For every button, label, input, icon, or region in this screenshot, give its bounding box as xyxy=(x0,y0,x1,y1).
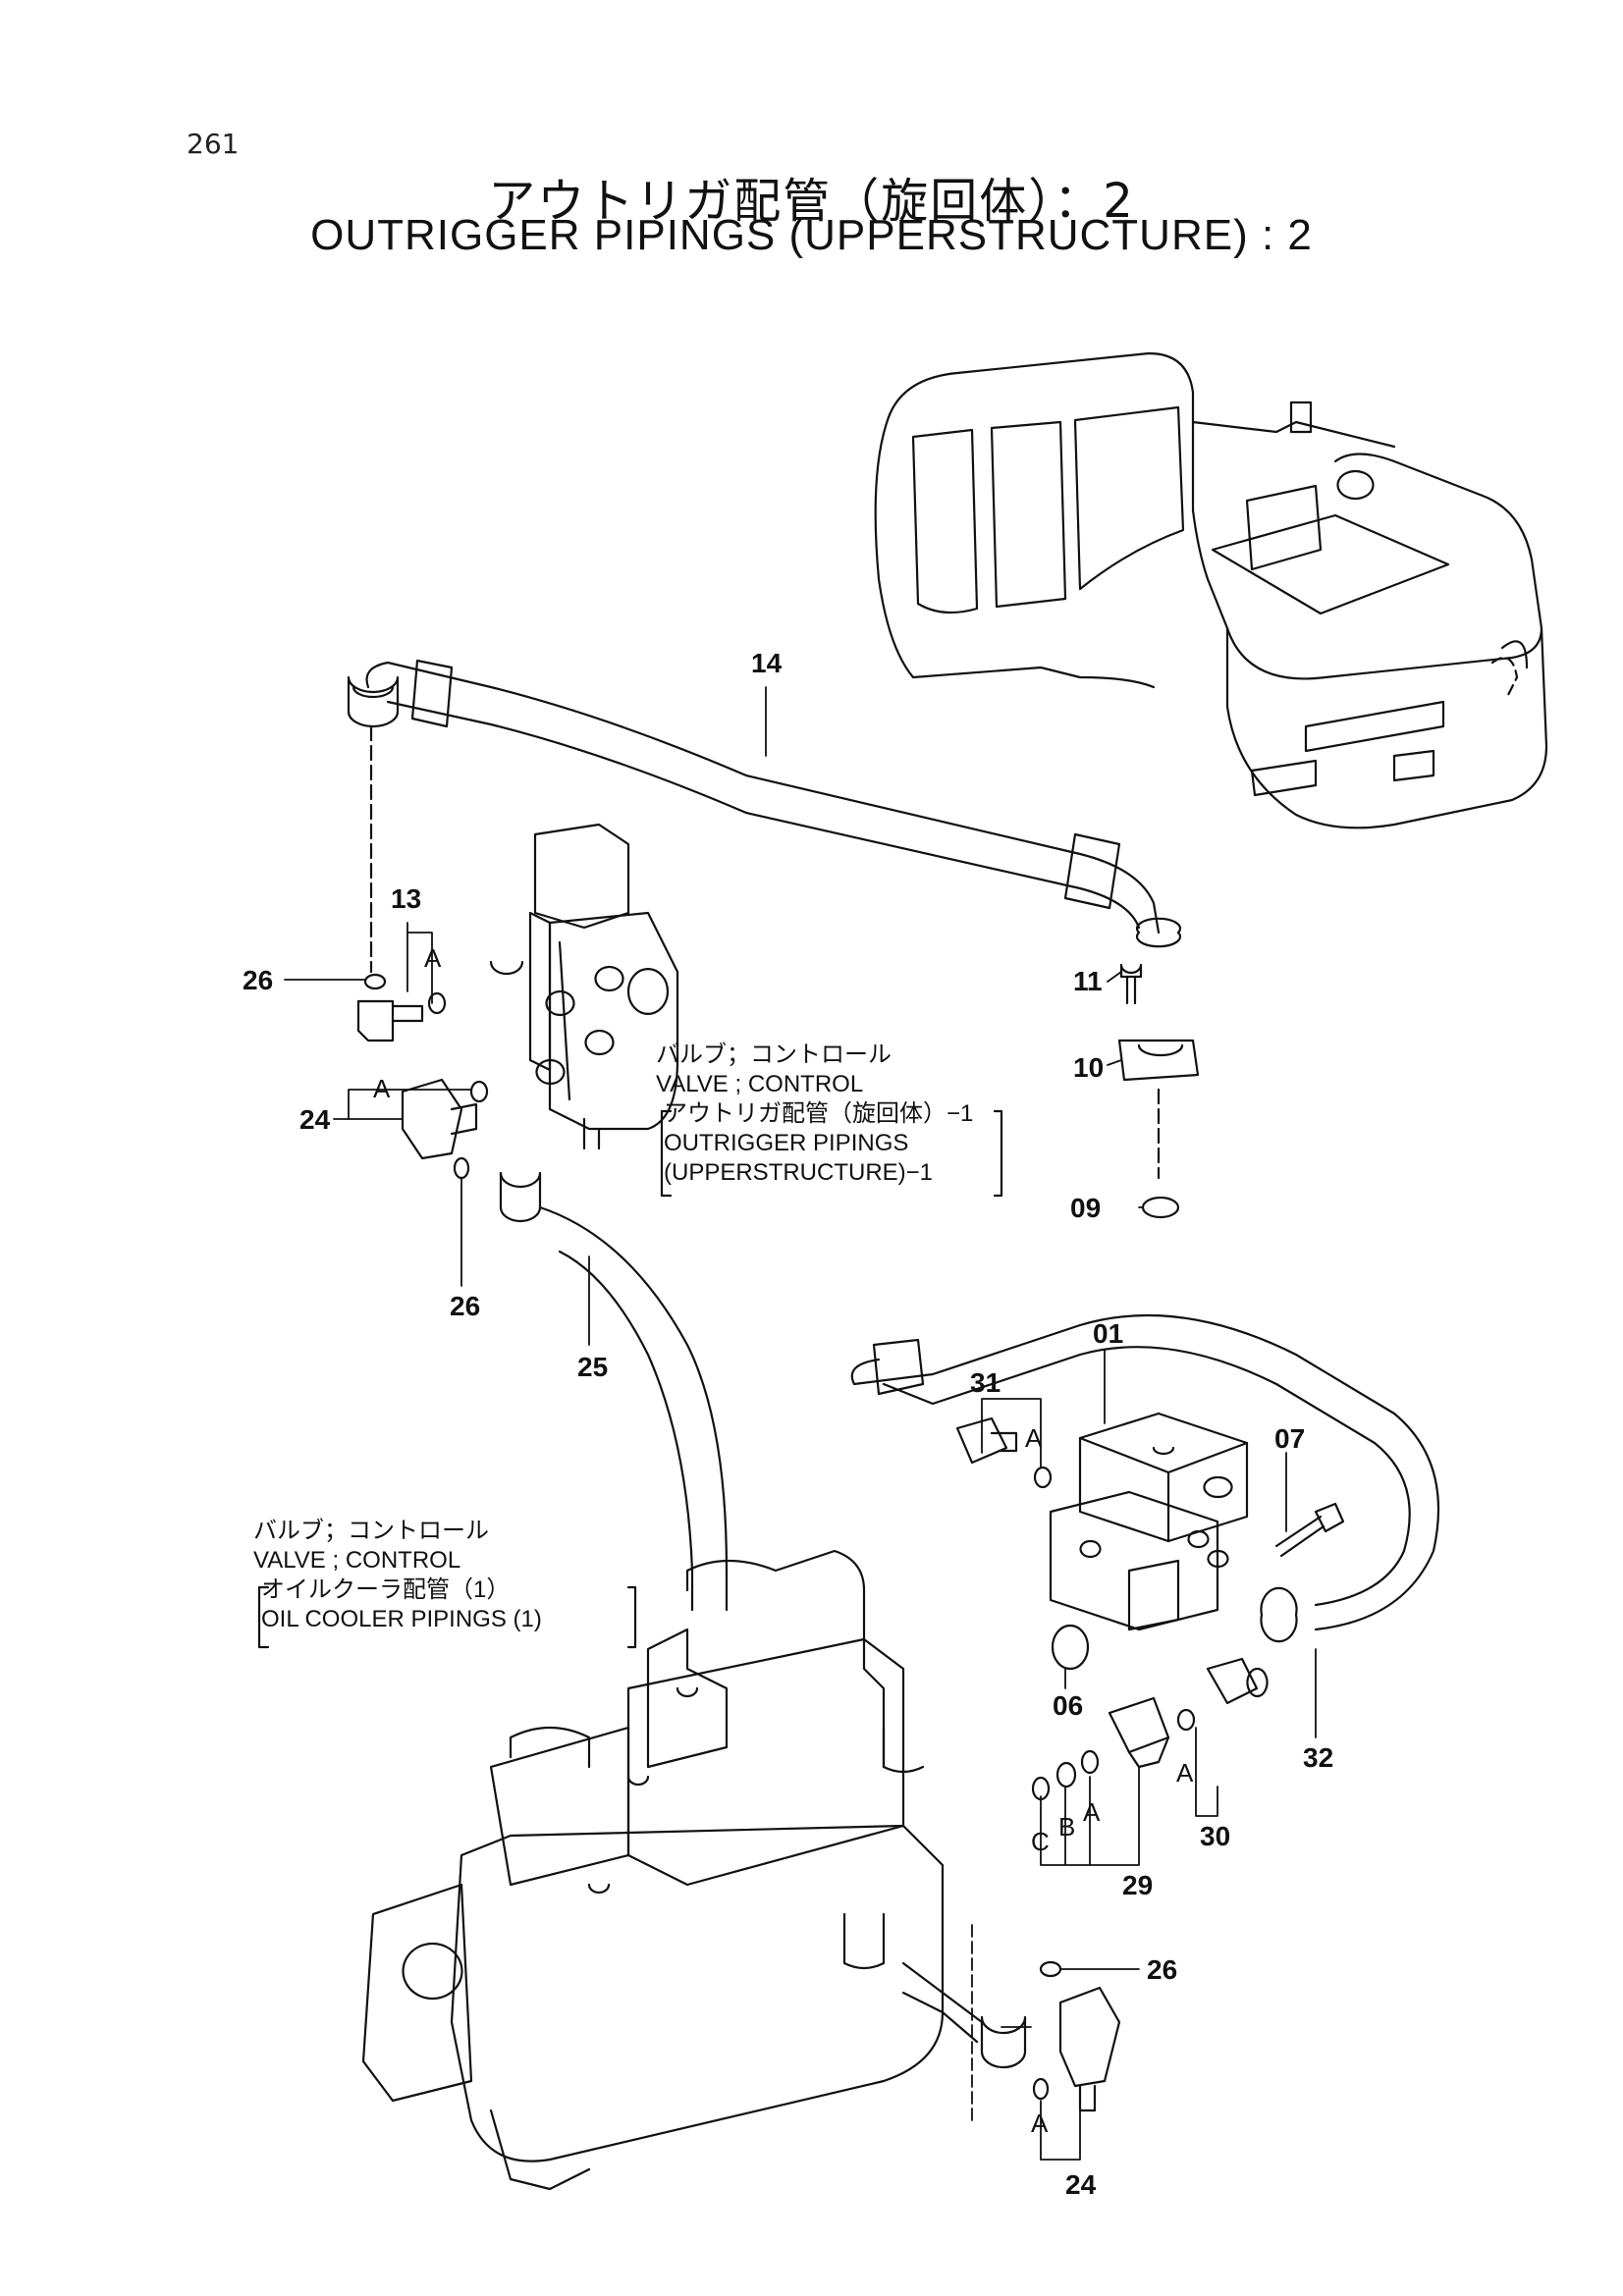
letter-b-29: B xyxy=(1058,1812,1075,1842)
callout-25: 25 xyxy=(577,1352,608,1382)
o-ring-13-a xyxy=(427,991,447,1015)
part-26-o-ring-top xyxy=(363,973,387,990)
callout-09: 09 xyxy=(1070,1193,1101,1223)
part-31-adapter xyxy=(955,1416,1018,1465)
page-number: 261 xyxy=(187,128,240,160)
callout-26-mid: 26 xyxy=(450,1291,480,1321)
upper-control-valve xyxy=(489,823,679,1150)
note-lower-en: VALVE ; CONTROL xyxy=(253,1547,461,1574)
callout-13: 13 xyxy=(391,883,421,914)
part-01-outrigger-valve xyxy=(1049,1412,1249,1631)
note-upper-bracket xyxy=(660,1109,1003,1198)
note-lower-ref-en: OIL COOLER PIPINGS (1) xyxy=(261,1606,542,1632)
excavator-upperstructure-outline xyxy=(874,351,1548,829)
callout-07: 07 xyxy=(1274,1423,1305,1454)
callout-31: 31 xyxy=(970,1367,1001,1398)
callout-26-top: 26 xyxy=(243,965,273,995)
part-11-bolt xyxy=(1119,963,1143,1005)
letter-a-24-lower: A xyxy=(1031,2109,1049,2138)
callout-11: 11 xyxy=(1073,966,1103,996)
o-ring-24-a xyxy=(469,1080,489,1103)
letter-a-29: A xyxy=(1083,1797,1101,1827)
callout-10: 10 xyxy=(1073,1052,1104,1083)
leader-lines xyxy=(284,686,1317,2161)
letter-a-30: A xyxy=(1176,1758,1194,1788)
o-ring-30-a xyxy=(1176,1708,1196,1732)
note-upper-ref-jp: アウトリガ配管（旋回体）−1 xyxy=(664,1100,974,1127)
callout-06: 06 xyxy=(1053,1690,1083,1721)
note-control-valve-lower: バルブ；コントロール VALVE ; CONTROL オイルクーラ配管（1） O… xyxy=(253,1517,542,1634)
lower-control-valve xyxy=(361,1549,945,2191)
part-32-hose xyxy=(850,1313,1440,1643)
letter-a-13: A xyxy=(424,943,442,973)
lower-hose-to-fitting xyxy=(901,1961,1027,2069)
part-09-o-ring xyxy=(1141,1196,1180,1219)
callout-24-lower: 24 xyxy=(1065,2169,1097,2200)
part-14-outrigger-hose xyxy=(347,659,1182,948)
note-control-valve-upper: バルブ；コントロール VALVE ; CONTROL アウトリガ配管（旋回体）−… xyxy=(656,1041,973,1188)
diagram-title-japanese: アウトリガ配管（旋回体）：2 xyxy=(488,174,1135,229)
callout-32: 32 xyxy=(1303,1742,1333,1773)
callout-numbers: 14 13 26 11 10 24 09 26 25 01 31 07 06 3… xyxy=(243,648,1333,2200)
note-lower-bracket xyxy=(257,1585,637,1649)
note-upper-ref-en2: (UPPERSTRUCTURE)−1 xyxy=(664,1159,934,1186)
part-25-hose xyxy=(499,1171,729,1612)
part-26-o-ring-mid xyxy=(453,1156,470,1180)
part-10-split-flange xyxy=(1117,1039,1200,1082)
callout-30: 30 xyxy=(1200,1821,1230,1851)
callout-26-bottom: 26 xyxy=(1147,1954,1177,1985)
o-ring-31-a xyxy=(1033,1466,1053,1489)
part-07-bolt xyxy=(1274,1502,1345,1558)
part-26-o-ring-bottom xyxy=(1039,1960,1062,1978)
part-30-adapter xyxy=(1206,1657,1269,1705)
part-06-o-ring xyxy=(1051,1624,1090,1671)
note-upper-en: VALVE ; CONTROL xyxy=(656,1071,864,1097)
letter-a-31: A xyxy=(1025,1423,1043,1453)
letter-a-24: A xyxy=(373,1074,391,1103)
callout-29: 29 xyxy=(1122,1870,1153,1900)
part-24-elbow-fitting-lower xyxy=(1058,1986,1121,2112)
note-lower-ref-jp: オイルクーラ配管（1） xyxy=(261,1576,511,1603)
note-upper-jp: バルブ；コントロール xyxy=(656,1041,892,1068)
diagram-title-english: OUTRIGGER PIPINGS (UPPERSTRUCTURE) : 2 xyxy=(310,211,1313,259)
callout-24-upper: 24 xyxy=(299,1104,331,1135)
letter-c-29: C xyxy=(1031,1827,1050,1856)
part-29-adapter xyxy=(1108,1696,1170,1769)
o-ring-24-lower-a xyxy=(1032,2077,1050,2101)
note-lower-jp: バルブ；コントロール xyxy=(253,1518,489,1544)
part-24-elbow-fitting-upper xyxy=(401,1078,478,1160)
callout-14: 14 xyxy=(751,648,783,678)
note-upper-ref-en1: OUTRIGGER PIPINGS xyxy=(664,1130,909,1156)
callout-01: 01 xyxy=(1093,1318,1123,1349)
backup-ring-29-b xyxy=(1055,1761,1077,1789)
part-13-elbow-fitting xyxy=(356,999,424,1042)
o-ring-29-a xyxy=(1080,1749,1100,1775)
